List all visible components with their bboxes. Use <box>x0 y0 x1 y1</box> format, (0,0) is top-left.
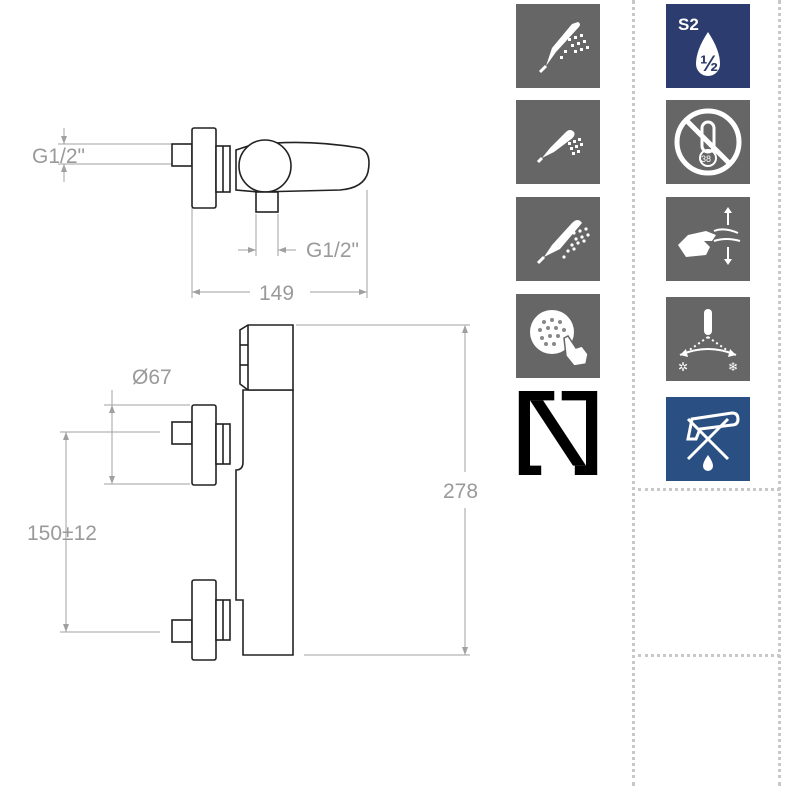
handshower-jet-icon <box>516 100 600 184</box>
hand-flow-control-icon <box>666 197 750 281</box>
s2-badge: S2 <box>678 15 699 34</box>
technical-drawing: G1/2" G1/2" 149 Ø67 150±12 278 <box>27 127 478 661</box>
dim-diameter: Ø67 <box>132 366 172 389</box>
handshower-rain-icon <box>516 197 600 281</box>
hot-cold-lever-icon: ✲ ❄ <box>666 297 750 381</box>
eco-half-flow-icon: S2 ½ <box>666 4 750 88</box>
handshower-spray-icon <box>516 4 600 88</box>
dotted-divider-row2 <box>638 654 780 657</box>
no-drip-icon <box>666 397 750 481</box>
dotted-divider-right <box>778 0 781 786</box>
thermostat-38-icon: 38 <box>666 100 750 184</box>
dim-inlet-spacing: 150±12 <box>27 522 97 545</box>
svg-text:❄: ❄ <box>728 360 738 374</box>
dim-height: 278 <box>443 480 478 503</box>
easy-clean-nozzle-icon <box>516 294 600 378</box>
dotted-divider-row1 <box>638 488 780 491</box>
dim-outlet-thread: G1/2" <box>306 239 359 262</box>
dim-inlet-thread: G1/2" <box>32 145 85 168</box>
n-logo-icon <box>516 391 600 481</box>
dotted-divider-left <box>632 0 635 786</box>
half-flow-label: ½ <box>700 51 718 76</box>
svg-text:✲: ✲ <box>678 360 688 374</box>
dim-width: 149 <box>259 282 294 305</box>
temperature-label: 38 <box>701 154 711 164</box>
